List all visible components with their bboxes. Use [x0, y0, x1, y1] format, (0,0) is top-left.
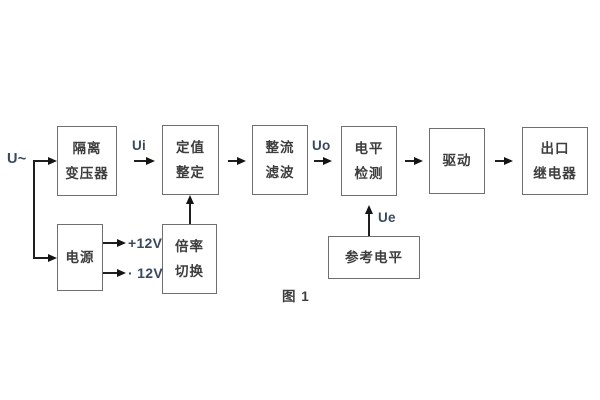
- signal-label-minus12v: · 12V: [128, 265, 163, 281]
- block-label-line: 隔离: [72, 141, 102, 156]
- block-setpoint-adjust: 定值 整定: [162, 125, 219, 195]
- connector-drive-to-relay: [495, 160, 505, 162]
- block-label-line: 电平: [354, 141, 384, 156]
- arrowhead-right-icon: [117, 239, 126, 248]
- connector-power-plus12: [103, 242, 118, 244]
- block-power-supply: 电源: [57, 224, 103, 291]
- arrowhead-right-icon: [237, 157, 246, 166]
- block-label-line: 继电器: [533, 165, 577, 181]
- block-drive: 驱动: [429, 128, 485, 194]
- arrowhead-right-icon: [323, 157, 332, 166]
- block-level-detect: 电平 检测: [341, 126, 397, 196]
- arrowhead-up-icon: [365, 205, 373, 214]
- arrowhead-right-icon: [414, 157, 423, 166]
- figure-caption: 图 1: [282, 289, 310, 304]
- arrowhead-right-icon: [48, 254, 57, 263]
- block-label-line: 滤波: [265, 164, 295, 180]
- connector-rectifier-to-leveldetect: [314, 160, 324, 162]
- block-label-line: 检测: [354, 165, 384, 181]
- signal-label-uo: Uo: [312, 138, 331, 153]
- block-label-line: 切换: [175, 263, 204, 279]
- connector-ratioswitch-to-setpoint: [189, 203, 191, 224]
- block-rectifier-filter: 整流 滤波: [252, 125, 308, 195]
- connector-input-to-transformer: [33, 160, 49, 162]
- signal-label-plus12v: +12V: [128, 235, 163, 251]
- block-label-line: 倍率: [175, 239, 204, 254]
- block-isolation-transformer: 隔离 变压器: [57, 126, 117, 196]
- block-label-line: 出口: [540, 141, 570, 156]
- block-label-line: 电源: [65, 249, 95, 265]
- arrowhead-right-icon: [48, 157, 57, 166]
- block-label-line: 定值: [176, 140, 205, 155]
- signal-label-ue: Ue: [378, 210, 396, 225]
- block-label-line: 变压器: [65, 165, 109, 181]
- block-label-line: 参考电平: [345, 249, 403, 265]
- block-label-line: 驱动: [442, 153, 472, 169]
- connector-leveldetect-to-drive: [405, 160, 415, 162]
- block-label-line: 整流: [265, 140, 295, 155]
- input-signal-label: U~: [7, 151, 27, 167]
- block-label-line: 整定: [176, 164, 205, 180]
- arrowhead-up-icon: [186, 195, 194, 204]
- connector-transformer-to-setpoint: [134, 160, 147, 162]
- connector-input-trunk: [33, 161, 35, 259]
- block-output-relay: 出口 继电器: [522, 127, 588, 195]
- signal-label-ui: Ui: [132, 138, 147, 153]
- connector-reference-to-leveldetect: [368, 213, 370, 236]
- arrowhead-right-icon: [504, 157, 513, 166]
- connector-power-minus12: [103, 272, 118, 274]
- block-reference-level: 参考电平: [328, 236, 420, 279]
- connector-setpoint-to-rectifier: [228, 160, 238, 162]
- arrowhead-right-icon: [117, 269, 126, 278]
- block-ratio-switch: 倍率 切换: [162, 224, 217, 294]
- connector-input-to-power: [33, 257, 49, 259]
- arrowhead-right-icon: [146, 157, 155, 166]
